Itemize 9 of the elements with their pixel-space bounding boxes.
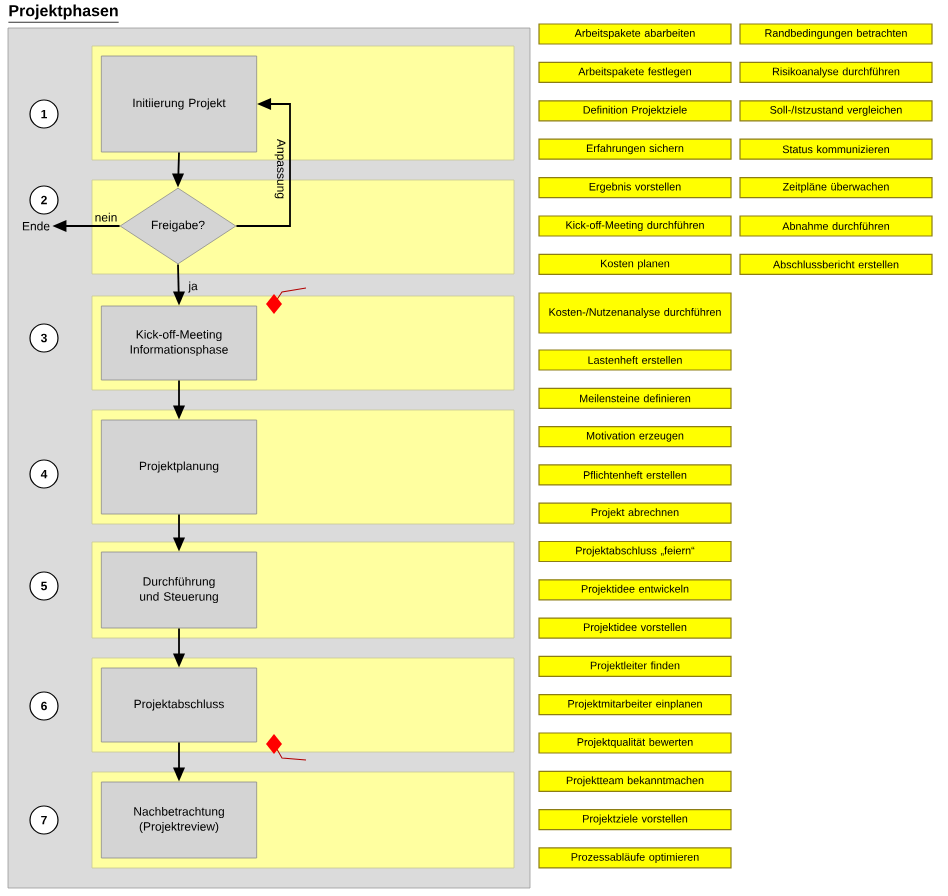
title: Projektphasen [8, 4, 120, 23]
arrow [173, 379, 185, 420]
arrow [173, 513, 185, 552]
arrow [173, 263, 185, 306]
arrow [235, 98, 291, 227]
arrow [173, 741, 185, 782]
arrow [52, 220, 121, 232]
arrow [173, 627, 185, 668]
arrow [172, 151, 184, 188]
